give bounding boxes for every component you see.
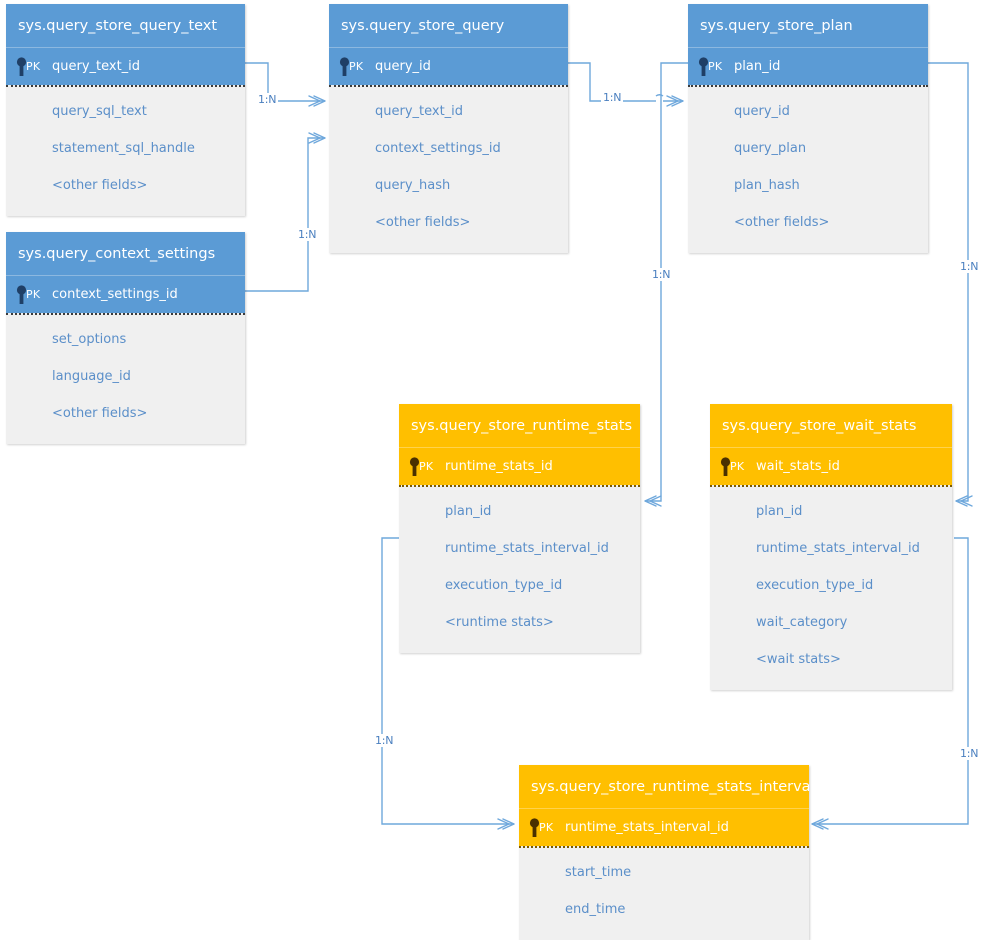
cardinality-label-query-to-plan: 1:N [601, 91, 624, 104]
entity-field: <other fields> [375, 215, 471, 230]
entity-field: <other fields> [734, 215, 830, 230]
key-icon [529, 818, 540, 837]
entity-field: start_time [565, 865, 632, 880]
entity-title: sys.query_store_query_text [6, 4, 245, 48]
entity-field-list: set_options language_id <other fields> [6, 313, 245, 444]
entity-field: <other fields> [52, 406, 148, 421]
cardinality-label-interval-to-wait-stats: 1:N [958, 747, 981, 760]
entity-field: <wait stats> [756, 652, 841, 667]
entity-title: sys.query_store_runtime_stats_interval [519, 765, 809, 809]
pk-badge: PK [539, 821, 554, 834]
pk-field-name: runtime_stats_id [445, 459, 553, 474]
pk-field-name: query_text_id [52, 59, 141, 74]
entity-title: sys.query_store_query [329, 4, 568, 48]
pk-badge: PK [708, 60, 723, 73]
entity-query-context-settings[interactable]: sys.query_context_settings PK context_se… [6, 232, 245, 444]
entity-field-list: query_text_id context_settings_id query_… [329, 85, 568, 253]
entity-query-store-runtime-stats[interactable]: sys.query_store_runtime_stats PK runtime… [399, 404, 640, 653]
entity-field: query_text_id [375, 104, 464, 119]
key-icon [339, 57, 350, 76]
entity-primary-key-row: PK runtime_stats_id [399, 448, 640, 485]
entity-query-store-query[interactable]: sys.query_store_query PK query_id query_… [329, 4, 568, 253]
entity-field-list: plan_id runtime_stats_interval_id execut… [710, 485, 952, 690]
entity-primary-key-row: PK query_text_id [6, 48, 245, 85]
entity-primary-key-row: PK wait_stats_id [710, 448, 952, 485]
pk-field-name: context_settings_id [52, 287, 178, 302]
entity-field: language_id [52, 369, 131, 384]
key-icon [16, 57, 27, 76]
key-icon [720, 457, 731, 476]
rel-plan-to-runtime-stats [644, 62, 688, 507]
key-icon [409, 457, 420, 476]
entity-title: sys.query_store_runtime_stats [399, 404, 640, 448]
pk-badge: PK [26, 288, 41, 301]
entity-title: sys.query_store_wait_stats [710, 404, 952, 448]
cardinality-label-context-settings-to-query: 1:N [296, 228, 319, 241]
entity-field: plan_id [756, 504, 803, 519]
key-icon [16, 285, 27, 304]
entity-query-store-query-text[interactable]: sys.query_store_query_text PK query_text… [6, 4, 245, 216]
rel-query-to-plan [568, 62, 684, 107]
pk-badge: PK [26, 60, 41, 73]
entity-field: <other fields> [52, 178, 148, 193]
entity-query-store-runtime-stats-interval[interactable]: sys.query_store_runtime_stats_interval P… [519, 765, 809, 940]
entity-field: plan_hash [734, 178, 800, 193]
entity-field: runtime_stats_interval_id [756, 541, 920, 556]
entity-primary-key-row: PK plan_id [688, 48, 928, 85]
entity-field: context_settings_id [375, 141, 501, 156]
entity-field: wait_category [756, 615, 848, 630]
entity-title: sys.query_context_settings [6, 232, 245, 276]
entity-primary-key-row: PK runtime_stats_interval_id [519, 809, 809, 846]
entity-field: query_hash [375, 178, 451, 193]
entity-field-list: start_time end_time [519, 846, 809, 940]
pk-field-name: runtime_stats_interval_id [565, 820, 729, 835]
entity-query-store-wait-stats[interactable]: sys.query_store_wait_stats PK wait_stats… [710, 404, 952, 690]
entity-primary-key-row: PK context_settings_id [6, 276, 245, 313]
entity-query-store-plan[interactable]: sys.query_store_plan PK plan_id query_id… [688, 4, 928, 253]
entity-field: execution_type_id [756, 578, 874, 593]
entity-field: <runtime stats> [445, 615, 554, 630]
cardinality-label-interval-to-runtime-stats: 1:N [373, 734, 396, 747]
entity-field: execution_type_id [445, 578, 563, 593]
entity-field: query_sql_text [52, 104, 147, 119]
cardinality-label-plan-to-runtime-stats: 1:N [650, 268, 673, 281]
entity-field: plan_id [445, 504, 492, 519]
entity-field-list: query_sql_text statement_sql_handle <oth… [6, 85, 245, 216]
pk-field-name: wait_stats_id [756, 459, 840, 474]
pk-field-name: plan_id [734, 59, 781, 74]
entity-title: sys.query_store_plan [688, 4, 928, 48]
entity-field: end_time [565, 902, 626, 917]
pk-badge: PK [349, 60, 364, 73]
pk-field-name: query_id [375, 59, 431, 74]
entity-field-list: query_id query_plan plan_hash <other fie… [688, 85, 928, 253]
pk-badge: PK [419, 460, 434, 473]
entity-field: query_plan [734, 141, 807, 156]
entity-field-list: plan_id runtime_stats_interval_id execut… [399, 485, 640, 653]
entity-field: runtime_stats_interval_id [445, 541, 609, 556]
entity-field: query_id [734, 104, 790, 119]
entity-primary-key-row: PK query_id [329, 48, 568, 85]
cardinality-label-plan-to-wait-stats: 1:N [958, 260, 981, 273]
entity-field: statement_sql_handle [52, 141, 195, 156]
entity-field: set_options [52, 332, 127, 347]
rel-context-settings-to-query [245, 132, 326, 292]
pk-badge: PK [730, 460, 745, 473]
key-icon [698, 57, 709, 76]
cardinality-label-query-text-to-query: 1:N [256, 93, 279, 106]
